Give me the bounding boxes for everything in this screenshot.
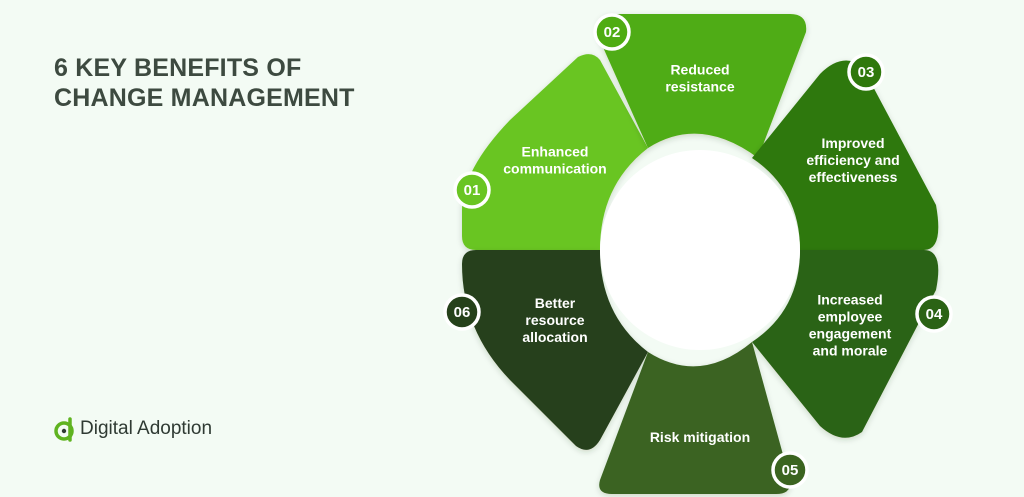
badge-number: 02	[604, 24, 621, 41]
benefit-label-line: resistance	[665, 79, 734, 95]
benefit-label-line: Increased	[817, 292, 882, 308]
badge-number: 01	[464, 182, 481, 199]
benefit-label-line: effectiveness	[809, 169, 898, 185]
benefit-badge-06: 06	[443, 293, 481, 331]
benefit-label-line: efficiency and	[806, 152, 899, 168]
benefit-label-line: Reduced	[670, 62, 729, 78]
benefit-badge-03: 03	[847, 53, 885, 91]
benefit-badge-04: 04	[915, 295, 953, 333]
badge-number: 05	[782, 462, 799, 479]
benefit-label-line: Better	[535, 295, 576, 311]
benefit-label-05: Risk mitigation	[650, 429, 750, 445]
benefit-label-line: Risk mitigation	[650, 429, 750, 445]
benefit-label-line: Enhanced	[522, 144, 589, 160]
benefit-label-line: Improved	[821, 135, 884, 151]
benefit-label-line: communication	[503, 161, 606, 177]
benefit-label-line: resource	[525, 312, 584, 328]
badge-number: 03	[858, 64, 875, 81]
benefit-petal-02	[597, 14, 807, 158]
benefit-label-line: employee	[818, 309, 883, 325]
title-line-2: CHANGE MANAGEMENT	[54, 84, 355, 112]
badge-circle	[847, 53, 885, 91]
title-line-1: 6 KEY BENEFITS OF	[54, 54, 302, 82]
digital-adoption-logo-icon	[54, 417, 74, 442]
badge-circle	[443, 293, 481, 331]
benefit-label-line: engagement	[809, 326, 892, 342]
badge-number: 06	[454, 304, 471, 321]
benefit-badges: 01 02 03 04 05 06	[443, 13, 953, 489]
center-hole	[600, 150, 800, 350]
badge-number: 04	[926, 306, 943, 323]
benefit-petal-05	[599, 342, 791, 494]
badge-circle	[915, 295, 953, 333]
benefit-badge-02: 02	[593, 13, 631, 51]
benefit-badge-05: 05	[771, 451, 809, 489]
benefit-badge-01: 01	[453, 171, 491, 209]
brand-name: Digital Adoption	[80, 418, 213, 439]
benefit-petal-04	[752, 250, 939, 438]
badge-circle	[453, 171, 491, 209]
page-title: 6 KEY BENEFITS OF CHANGE MANAGEMENT	[54, 53, 414, 113]
benefit-petal-06	[462, 250, 648, 450]
benefit-petal-03	[752, 60, 939, 250]
benefit-label-line: and morale	[813, 343, 888, 359]
brand-logo: Digital Adoption	[54, 416, 212, 442]
benefit-label-line: allocation	[522, 329, 587, 345]
badge-circle	[593, 13, 631, 51]
badge-circle	[771, 451, 809, 489]
benefit-petal-01	[462, 54, 648, 250]
